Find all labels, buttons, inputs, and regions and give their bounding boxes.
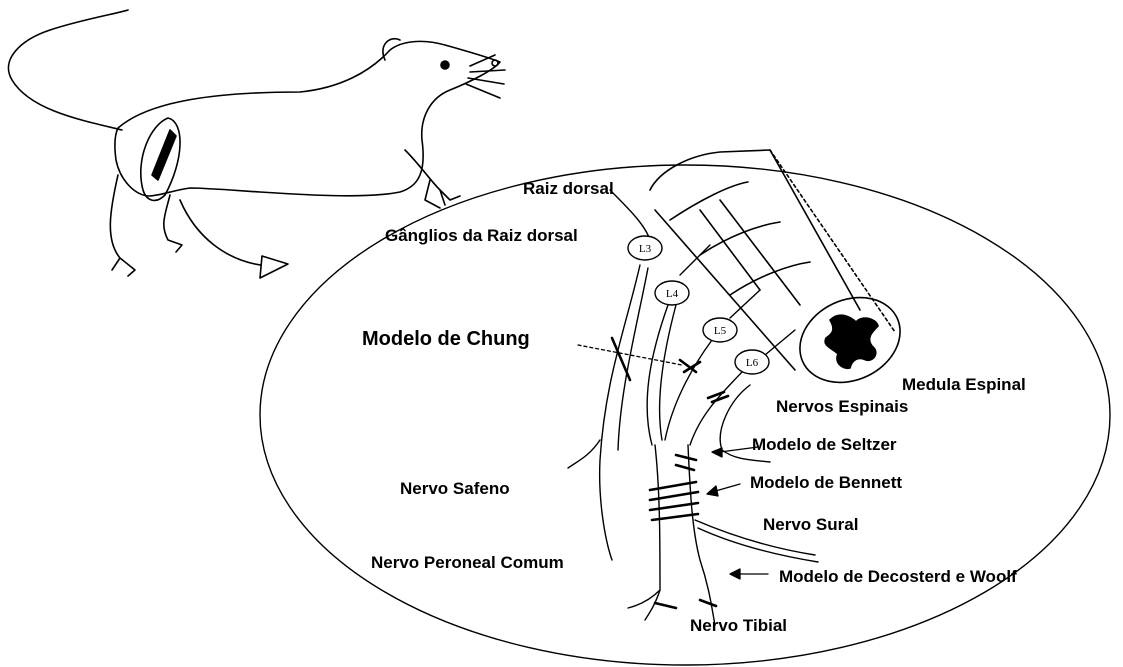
label-nervo-tibial: Nervo Tibial [690, 617, 787, 634]
rat-tail [8, 10, 128, 130]
decosterd-lig-2 [700, 600, 716, 606]
rat-arrow-head [260, 256, 288, 278]
label-l4: L4 [666, 288, 679, 300]
sciatic-trunk-left [645, 445, 660, 620]
rat-hind-leg-right [164, 195, 182, 252]
peroneal-branch [628, 590, 660, 608]
label-l3: L3 [639, 243, 652, 255]
label-nervo-safeno: Nervo Safeno [400, 480, 510, 497]
l6-root [765, 330, 795, 355]
seltzer-pointer-head [712, 448, 722, 457]
label-modelo-bennett: Modelo de Bennett [750, 474, 902, 491]
label-medula-espinal: Medula Espinal [902, 376, 1026, 393]
seltzer-ligature [676, 455, 696, 470]
decosterd-lig-1 [655, 603, 676, 608]
sciatic-trunk-right [688, 445, 715, 625]
label-ganglios: Gânglios da Raiz dorsal [385, 227, 578, 244]
spinal-cord [650, 150, 914, 398]
rat-front-leg [405, 150, 460, 208]
rat-eye [441, 61, 449, 69]
l4-nerve [647, 305, 668, 445]
label-nervo-sural: Nervo Sural [763, 516, 858, 533]
l6-nerve [690, 372, 742, 445]
label-l6: L6 [746, 357, 759, 369]
bennett-lig-1 [650, 482, 696, 490]
lesion-marks [612, 338, 728, 608]
bennett-lig-3 [650, 503, 698, 510]
label-nervos-espinais: Nervos Espinais [776, 398, 908, 415]
label-l5: L5 [714, 325, 727, 337]
l4-nerve-2 [660, 305, 676, 440]
label-raiz-dorsal: Raiz dorsal [523, 180, 614, 197]
label-modelo-decosterd: Modelo de Decosterd e Woolf [779, 568, 1017, 585]
label-modelo-seltzer: Modelo de Seltzer [752, 436, 897, 453]
l3-root [610, 190, 650, 240]
l3-nerve [600, 265, 640, 560]
dorsal-root-rib-1 [670, 182, 748, 220]
gray-matter [825, 315, 878, 368]
chung-ligature [612, 338, 630, 380]
l4-root [680, 245, 710, 275]
rat-arrow [180, 200, 268, 266]
label-nervo-peroneal: Nervo Peroneal Comum [371, 554, 564, 571]
rat-hind-leg-left [110, 175, 135, 276]
label-modelo-chung: Modelo de Chung [362, 329, 530, 349]
segment-labels: L3 L4 L5 L6 [639, 243, 759, 369]
l5-nerve [665, 340, 712, 440]
bennett-pointer-head [707, 486, 718, 496]
rat-incision [152, 130, 176, 180]
saphenous-nerve [568, 440, 600, 468]
decosterd-pointer-head [730, 569, 740, 579]
